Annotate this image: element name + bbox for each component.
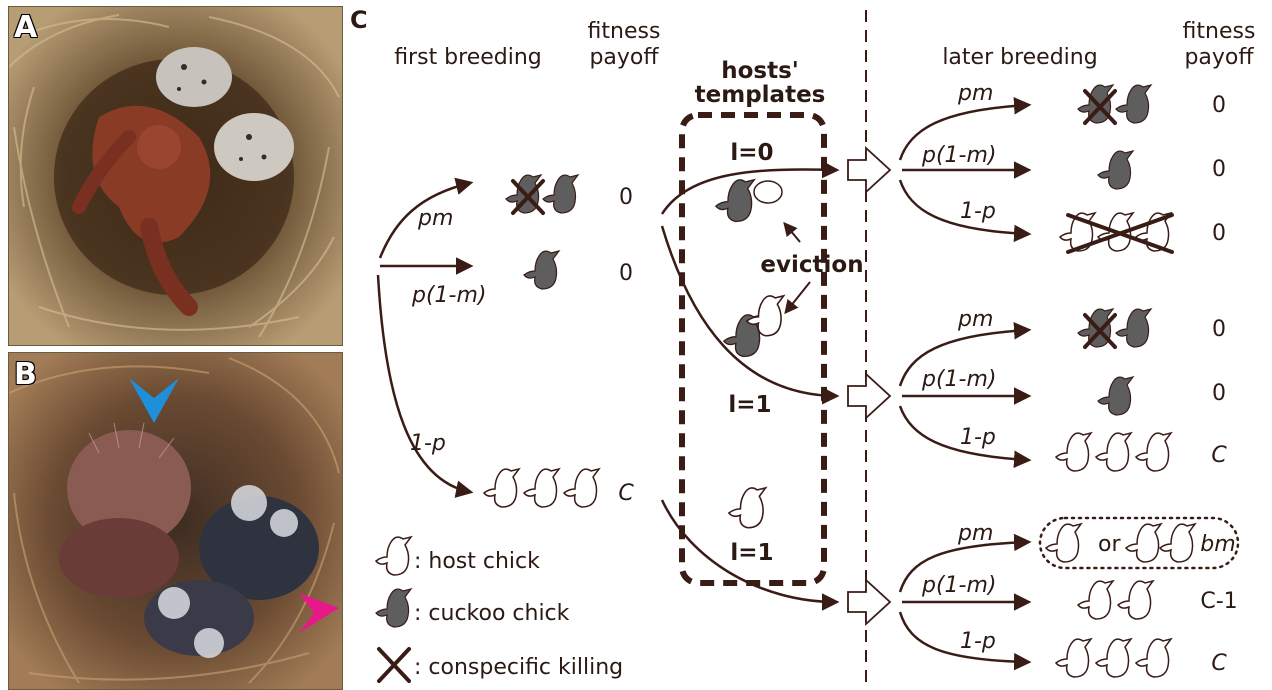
block-arrow-2 xyxy=(848,374,890,418)
eviction-arrow-down xyxy=(786,282,810,312)
later-1-prob-1p: 1-p xyxy=(960,199,996,224)
first-outcome-1p xyxy=(484,469,599,507)
later-3-prob-pm: pm xyxy=(957,521,993,546)
later-3-outcome-p1m xyxy=(1078,581,1153,619)
later-3-prob-1p: 1-p xyxy=(960,629,996,654)
later-1-prob-pm: pm xyxy=(957,81,993,106)
later-3-payoff-pm: bm xyxy=(1200,532,1235,557)
later-1-payoff-p1m: 0 xyxy=(1212,157,1226,182)
block-arrow-3 xyxy=(848,580,890,624)
later-2-outcome-pm xyxy=(1078,309,1151,347)
header-fitness-1b: payoff xyxy=(589,45,659,70)
later-2-prob-pm: pm xyxy=(957,307,993,332)
first-outcome-p1m xyxy=(524,251,559,289)
template-l1-mid-label: l=1 xyxy=(728,392,771,418)
legend-cuckoo-chick-label: : cuckoo chick xyxy=(414,601,570,626)
template-l0-label: l=0 xyxy=(730,140,773,166)
later-2-prob-p1m: p(1-m) xyxy=(921,367,997,392)
template-cuckoo-icon xyxy=(716,180,755,222)
templates-title-1: hosts' xyxy=(721,58,799,84)
later-2-payoff-1p: C xyxy=(1211,443,1227,468)
later-2-payoff-pm: 0 xyxy=(1212,317,1226,342)
template-host-icon xyxy=(729,488,766,528)
evicted-egg-icon xyxy=(754,181,782,203)
later-1-payoff-1p: 0 xyxy=(1212,221,1226,246)
later-3-prob-p1m: p(1-m) xyxy=(921,573,997,598)
first-payoff-1p: C xyxy=(618,481,634,506)
later-1-outcome-pm xyxy=(1078,85,1151,123)
later-1-prob-p1m: p(1-m) xyxy=(921,143,997,168)
header-later-breeding: later breeding xyxy=(942,45,1097,70)
first-payoff-p1m: 0 xyxy=(619,261,633,286)
legend-host-chick-icon xyxy=(376,537,411,575)
legend-cuckoo-chick-icon xyxy=(376,589,411,627)
first-prob-pm: pm xyxy=(417,206,453,231)
first-prob-p1m: p(1-m) xyxy=(411,283,487,308)
legend-host-chick-label: : host chick xyxy=(414,549,540,574)
header-fitness-1a: fitness xyxy=(588,19,661,44)
later-2-outcome-p1m xyxy=(1098,377,1133,415)
templates-title-2: templates xyxy=(695,82,826,108)
later-3-payoff-1p: C xyxy=(1211,651,1227,676)
panel-label-c: C xyxy=(350,6,368,34)
first-prob-1p: 1-p xyxy=(410,431,446,456)
template-l1-low-label: l=1 xyxy=(730,540,773,566)
later-2-payoff-p1m: 0 xyxy=(1212,381,1226,406)
later-3-outcome-1p xyxy=(1056,639,1171,677)
later-2-prob-1p: 1-p xyxy=(960,425,996,450)
first-outcome-pm xyxy=(506,175,578,213)
legend-conspecific-killing-icon xyxy=(379,649,409,681)
later-3-payoff-p1m: C-1 xyxy=(1200,589,1237,614)
header-fitness-2a: fitness xyxy=(1183,19,1256,44)
eviction-arrow-up xyxy=(785,224,800,242)
legend-conspecific-killing-label: : conspecific killing xyxy=(414,655,623,680)
later-3-pm-host-a xyxy=(1126,524,1161,562)
later-1-outcome-1p xyxy=(1060,213,1172,252)
later-3-or-text: or xyxy=(1098,532,1121,557)
header-fitness-2b: payoff xyxy=(1184,45,1254,70)
eviction-label: eviction xyxy=(760,252,863,278)
later-1-payoff-pm: 0 xyxy=(1212,93,1226,118)
first-payoff-pm: 0 xyxy=(619,185,633,210)
later-1-outcome-p1m xyxy=(1098,151,1133,189)
later-2-outcome-1p xyxy=(1056,433,1171,471)
later-3-pm-host-b xyxy=(1160,524,1195,562)
header-first-breeding: first breeding xyxy=(394,45,542,70)
later-3-pm-single-host xyxy=(1046,524,1081,562)
block-arrow-1 xyxy=(848,148,890,192)
